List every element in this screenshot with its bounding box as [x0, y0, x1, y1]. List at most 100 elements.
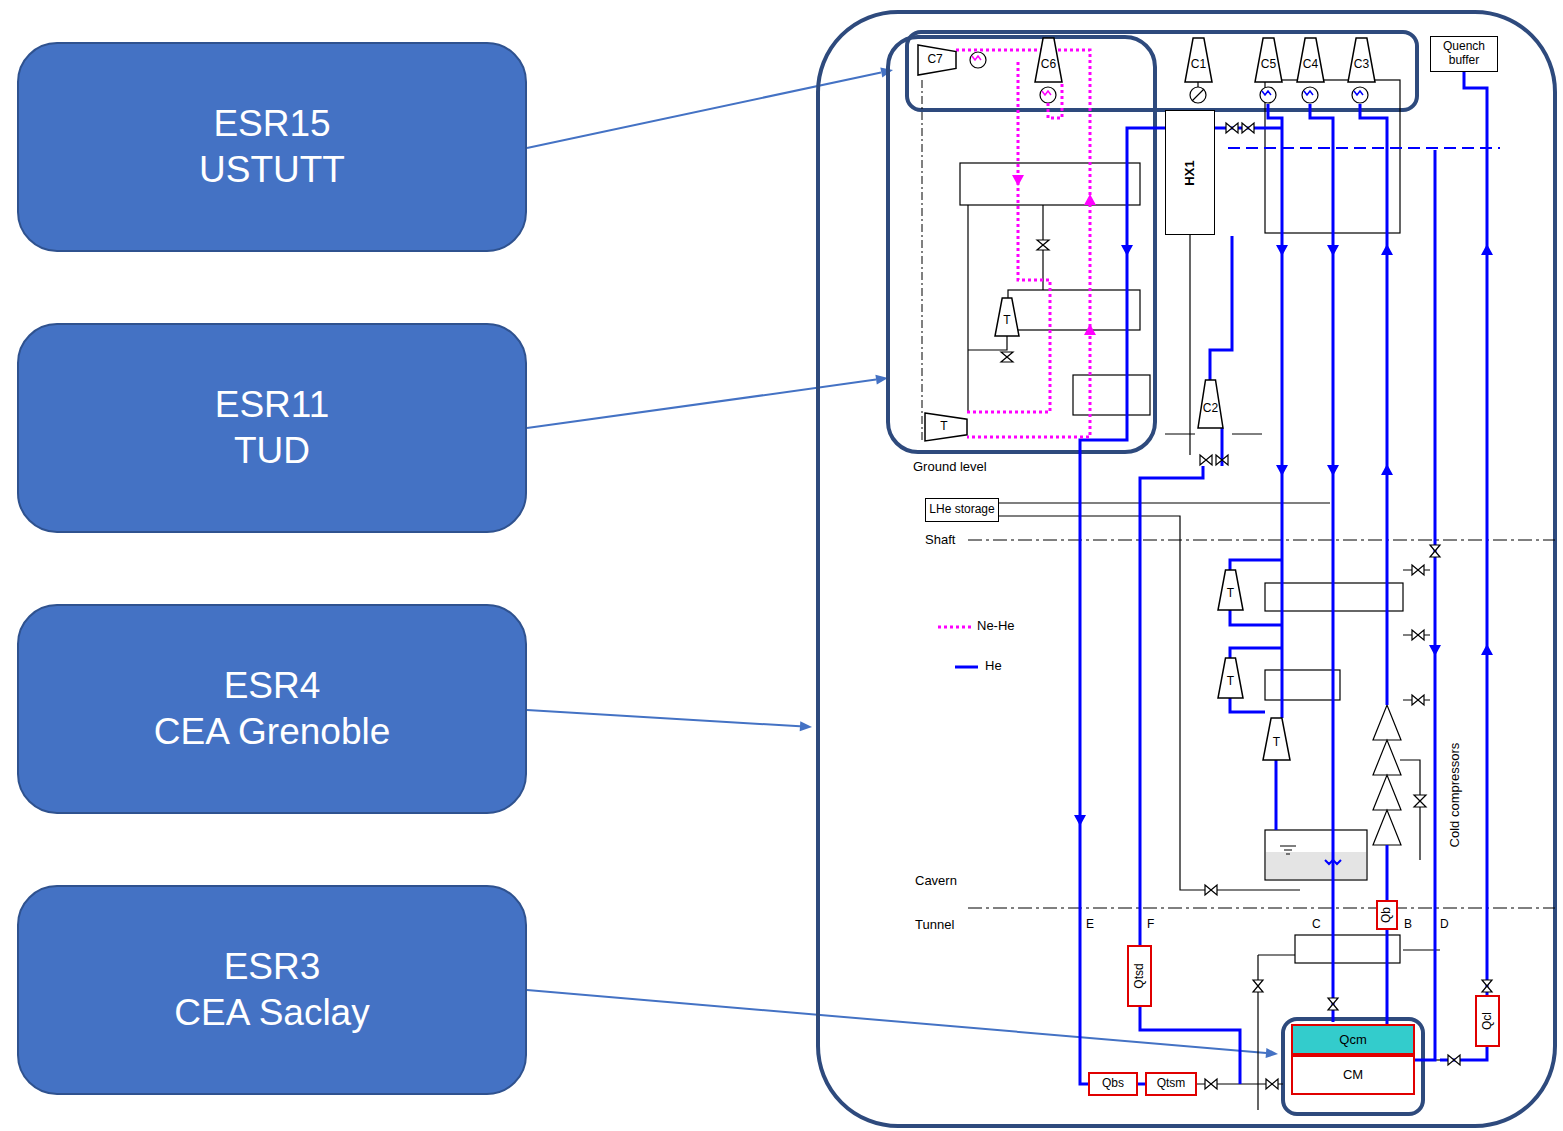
text-group: ESR15USTUTT	[199, 101, 345, 194]
node-text: CEA Saclay	[174, 990, 369, 1036]
text-group: C5	[1261, 58, 1276, 72]
node-text: HX1	[1183, 160, 1198, 185]
shape-outline	[1035, 38, 1062, 82]
text-group: C7	[927, 53, 942, 67]
shape-outline	[1263, 718, 1290, 760]
compressor-symbol: C4	[1297, 38, 1324, 82]
shape-outline	[925, 413, 967, 441]
heat-load: Qcl	[1475, 995, 1500, 1047]
shape-outline	[1185, 38, 1212, 82]
line-letter: E	[1086, 918, 1094, 932]
heat-load: Qtsd	[1127, 945, 1152, 1007]
text-group: Qtsd	[1133, 963, 1147, 988]
legend-text: Ne-He	[977, 619, 1015, 634]
text-group: T	[1227, 587, 1234, 601]
node-text: CEA Grenoble	[154, 709, 391, 755]
shape-outline	[1218, 658, 1243, 698]
node-text: T	[1227, 675, 1234, 689]
node-text: Qcm	[1339, 1032, 1366, 1047]
shape-outline	[995, 298, 1019, 336]
node-text: C1	[1191, 58, 1206, 72]
cryomodule-box: CM	[1291, 1055, 1415, 1095]
line-letter: C	[1312, 918, 1321, 932]
node-text: ESR11	[215, 382, 330, 428]
text-group: C4	[1303, 58, 1318, 72]
shape-outline	[1348, 38, 1375, 82]
neon-helium-pipes	[956, 50, 1090, 437]
legend-text: He	[985, 659, 1002, 674]
compressor-symbol: C2	[1198, 380, 1223, 428]
turbine-symbol: T	[995, 298, 1019, 336]
group-box: ESR4CEA Grenoble	[17, 604, 527, 814]
text-group: T	[940, 420, 947, 434]
node-text: C6	[1041, 58, 1056, 72]
text-group: Qtsm	[1157, 1077, 1186, 1091]
line-letter: B	[1404, 918, 1412, 932]
heat-exchanger: HX1	[1165, 110, 1215, 235]
scope-frames	[818, 12, 1555, 1126]
turbine-symbol: T	[1263, 718, 1290, 760]
heat-load: Qbs	[1088, 1072, 1138, 1096]
compressor-symbol: C7	[918, 45, 956, 75]
heat-load: Qb	[1376, 900, 1398, 930]
heat-load: Qcm	[1291, 1024, 1415, 1055]
node-text: ESR4	[154, 663, 391, 709]
text-group: Qb	[1380, 907, 1394, 923]
group-label: Cold compressors	[1448, 743, 1463, 848]
level-label: Shaft	[925, 533, 955, 548]
node-text: USTUTT	[199, 147, 345, 193]
text-group: Qbs	[1102, 1077, 1124, 1091]
node-text: T	[940, 420, 947, 434]
node-text: Qbs	[1102, 1077, 1124, 1091]
shape-outline	[1297, 38, 1324, 82]
node-text: T	[1273, 736, 1280, 750]
legend-samples	[938, 627, 978, 667]
flow-arrows	[1012, 175, 1493, 826]
level-label: Tunnel	[915, 918, 954, 933]
node-text: Quench buffer	[1433, 40, 1495, 68]
pipe-connector	[1138, 1083, 1145, 1086]
text-group: T	[1003, 314, 1010, 328]
node-text: Qtsm	[1157, 1077, 1186, 1091]
text-group: C2	[1203, 402, 1218, 416]
node-text: CM	[1343, 1068, 1363, 1083]
text-group: HX1	[1183, 160, 1198, 185]
node-text: C7	[927, 53, 942, 67]
node-text: C4	[1303, 58, 1318, 72]
leader-arrows	[527, 68, 1278, 1058]
shape-outline	[1218, 570, 1243, 610]
text-group: Qcl	[1481, 1012, 1495, 1030]
node-text: T	[1227, 587, 1234, 601]
compressor-symbol: C5	[1255, 38, 1282, 82]
node-text: C5	[1261, 58, 1276, 72]
compressor-symbol: C3	[1348, 38, 1375, 82]
text-group: ESR11TUD	[215, 382, 330, 475]
text-group: C3	[1354, 58, 1369, 72]
node-text: Qtsd	[1133, 963, 1147, 988]
line-letter: F	[1147, 918, 1154, 932]
level-lines	[922, 80, 1555, 908]
compressor-symbol: C1	[1185, 38, 1212, 82]
turbine-symbol: T	[925, 413, 967, 441]
node-text: ESR15	[199, 101, 345, 147]
turbine-symbol: T	[1218, 570, 1243, 610]
helium-pipes	[1080, 72, 1500, 1084]
text-group: Quench buffer	[1433, 40, 1495, 68]
equipment-outlines	[960, 52, 1403, 963]
shape-outline	[1198, 380, 1223, 428]
node-text: TUD	[215, 428, 330, 474]
turbine-symbol: T	[1218, 658, 1243, 698]
group-box: ESR11TUD	[17, 323, 527, 533]
node-text: LHe storage	[929, 503, 994, 517]
buffer-tank: Quench buffer	[1430, 36, 1498, 72]
text-group: C1	[1191, 58, 1206, 72]
text-group: ESR4CEA Grenoble	[154, 663, 391, 756]
text-group: ESR3CEA Saclay	[174, 944, 369, 1037]
text-group: Qcm	[1339, 1032, 1366, 1047]
text-group: T	[1227, 675, 1234, 689]
group-box: ESR3CEA Saclay	[17, 885, 527, 1095]
node-text: T	[1003, 314, 1010, 328]
shape-outline	[918, 45, 956, 75]
thin-lines	[968, 80, 1440, 1110]
